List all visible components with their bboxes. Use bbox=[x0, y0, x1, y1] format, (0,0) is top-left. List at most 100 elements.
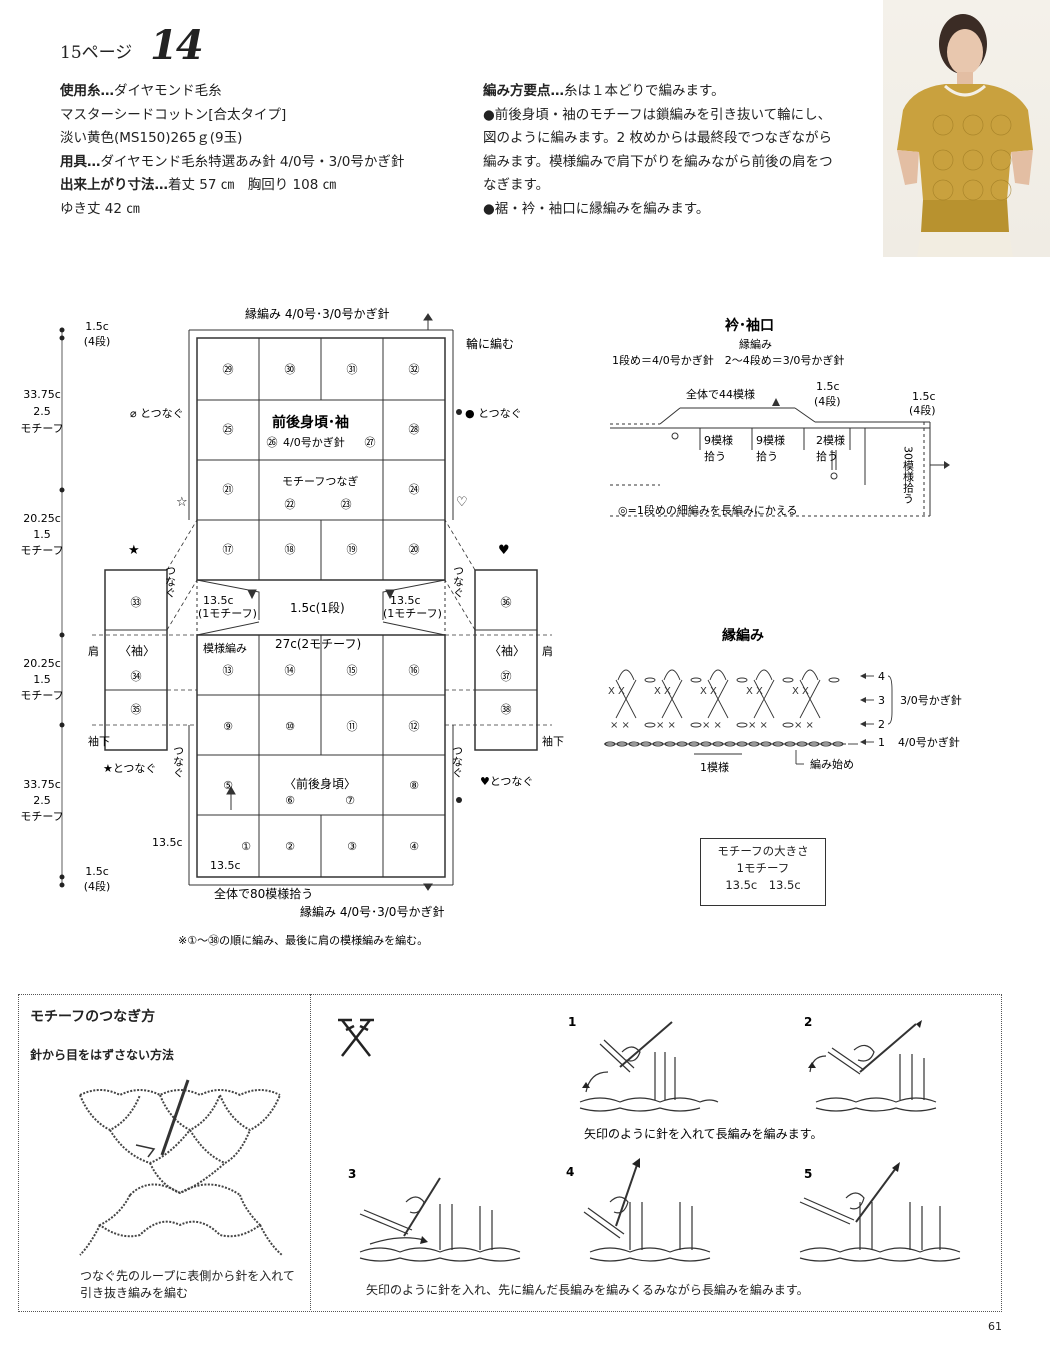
svg-text:X X: X X bbox=[700, 686, 717, 697]
motif-num: ⑳ bbox=[409, 543, 420, 556]
motif-num: ㉙ bbox=[223, 363, 234, 376]
motif-num: ⑤ bbox=[223, 779, 233, 792]
collar-p1s: 拾う bbox=[704, 449, 726, 463]
side-tsunagu: つなぐ つなぐ つなぐ つなぐ bbox=[164, 565, 465, 778]
hook-label: 4/0号かぎ針 bbox=[283, 435, 345, 449]
collar-title: 衿･袖口 bbox=[725, 317, 774, 334]
edging-hook-upper: 3/0号かぎ針 bbox=[900, 693, 962, 707]
body-diagram: 縁編み 4/0号･3/0号かぎ針 輪に編む ⌀ とつなぐ ● とつなぐ 前後身頃… bbox=[20, 306, 564, 947]
edging-diagram: 縁編み bbox=[604, 627, 962, 774]
motif-num: ㉔ bbox=[409, 483, 420, 496]
dim-5-unit: モチーフ bbox=[20, 810, 63, 823]
dim-3-sub: 1.5 bbox=[33, 528, 51, 541]
page-number: 61 bbox=[988, 1320, 1002, 1333]
collar-dim1: 1.5c bbox=[816, 380, 840, 393]
join-open-label: ⌀ とつなぐ bbox=[130, 407, 184, 420]
motif-size-title: モチーフの大きさ bbox=[717, 844, 809, 858]
edging-repeat: 1模様 bbox=[700, 760, 729, 774]
motif-num: ③ bbox=[347, 840, 357, 853]
edging-row3: 3 bbox=[878, 694, 885, 707]
heart-mark: ♥ bbox=[498, 543, 510, 558]
motif-num: ⑫ bbox=[409, 720, 420, 733]
motif-num: ㊳ bbox=[501, 703, 512, 716]
join-solid-label: ● とつなぐ bbox=[465, 407, 522, 420]
tsunagu-left: つなぐ bbox=[164, 565, 177, 598]
motif-num: ㉝ bbox=[131, 596, 142, 609]
motif-numbers: ㉙ ㉚ ㉛ ㉜ ㉕ ㉘ ㉖ ㉗ ㉑ ㉔ ㉒ ㉓ ⑰ ⑱ ⑲ ⑳ ⑬ ⑭ ⑮ ⑯ … bbox=[131, 363, 512, 853]
motif-size-dims: 13.5c 13.5c bbox=[725, 878, 801, 892]
edging-hook-lower: 4/0号かぎ針 bbox=[898, 735, 960, 749]
svg-text:× ×: × × bbox=[610, 720, 630, 731]
dim-2: 33.75c bbox=[23, 388, 61, 401]
step12-caption: 矢印のように針を入れて長編みを編みます。 bbox=[584, 1126, 822, 1141]
collar-p3: 2模様 bbox=[816, 433, 845, 447]
motif-num: ㉛ bbox=[347, 363, 358, 376]
svg-text:X X: X X bbox=[654, 686, 671, 697]
joining-caption2: 引き抜き編みを編む bbox=[80, 1286, 189, 1300]
joining-frame bbox=[18, 994, 1002, 1312]
joining-method: 針から目をはずさない方法 bbox=[30, 1048, 175, 1062]
star-open-mark: ☆ bbox=[176, 495, 188, 510]
motif-size-sub: 1モチーフ bbox=[736, 861, 790, 875]
collar-hooks: 1段め＝4/0号かぎ針 2～4段め＝3/0号かぎ針 bbox=[612, 353, 844, 367]
collar-dim2: 1.5c bbox=[912, 390, 936, 403]
left-dimensions: 1.5c (4段) 33.75c 2.5 モチーフ 20.25c 1.5 モチー… bbox=[20, 320, 110, 893]
svg-text:X X: X X bbox=[792, 686, 809, 697]
tools-label: 用具… bbox=[60, 153, 101, 170]
motif-num: ㊲ bbox=[501, 670, 512, 683]
motif-num: ⑪ bbox=[347, 720, 358, 733]
yarn-color: 淡い黄色(MS150)265ｇ(9玉) bbox=[60, 130, 243, 146]
motif-num: ⑨ bbox=[223, 720, 233, 733]
collar-dim1s: (4段) bbox=[814, 394, 841, 408]
collar-p2: 9模様 bbox=[756, 433, 785, 447]
method-line5: なぎます。 bbox=[483, 177, 550, 193]
join-star-label: ★とつなぐ bbox=[103, 762, 156, 775]
center-gap-label: 1.5c(1段) bbox=[290, 600, 345, 615]
collar-sub: 縁編み bbox=[739, 337, 772, 351]
order-note: ※①～㊳の順に編み、最後に肩の模様編みを編む。 bbox=[178, 933, 428, 947]
motif-num: ⑯ bbox=[409, 664, 420, 677]
dim-bottom: 1.5c bbox=[85, 865, 109, 878]
collar-dim2s: (4段) bbox=[909, 403, 936, 417]
model-photo bbox=[883, 0, 1050, 257]
yarn-brand: ダイヤモンド毛糸 bbox=[114, 83, 222, 99]
edging-row2: 2 bbox=[878, 718, 885, 731]
width-label: 27c(2モチーフ) bbox=[275, 637, 361, 651]
svg-text:X X: X X bbox=[746, 686, 763, 697]
motif-num: ㉓ bbox=[341, 498, 352, 511]
sleeve-label-right: 〈袖〉 bbox=[489, 643, 525, 658]
motif-num: ⑭ bbox=[285, 664, 296, 677]
motif-num: ⑬ bbox=[223, 664, 234, 677]
sleeve-label-left: 〈袖〉 bbox=[119, 643, 155, 658]
svg-text:× ×: × × bbox=[702, 720, 722, 731]
sleeve-length: ゆき丈 42 ㎝ bbox=[60, 200, 140, 217]
joining-caption: つなぐ先のループに表側から針を入れて 引き抜き編みを編む bbox=[80, 1268, 295, 1302]
collar-total: 全体で44模様 bbox=[686, 387, 755, 401]
edging-row1: 1 bbox=[878, 736, 885, 749]
step-3-label: 3 bbox=[348, 1167, 356, 1181]
method-line6: ●裾・衿・袖口に縁編みを編みます。 bbox=[483, 200, 710, 217]
tsunagu-right: つなぐ bbox=[452, 565, 465, 598]
motif-num: ㉖ bbox=[267, 436, 278, 449]
motif-num: ④ bbox=[409, 840, 419, 853]
svg-text:× ×: × × bbox=[748, 720, 768, 731]
shoulder-left-dim: 13.5c bbox=[203, 594, 234, 607]
motif-num: ㉞ bbox=[131, 670, 142, 683]
dim-4-sub: 1.5 bbox=[33, 673, 51, 686]
collar-p3s: 拾う bbox=[816, 449, 838, 463]
motif-num: ② bbox=[285, 840, 295, 853]
step-illustrations: 1 2 4 5 矢印のように針を入れて長編みを編みます。 bbox=[566, 1015, 961, 1262]
dim-4: 20.25c bbox=[23, 657, 61, 670]
crossed-dc-symbol bbox=[338, 1018, 374, 1057]
motif-num: ⑥ bbox=[285, 794, 295, 807]
motif-num: ㉕ bbox=[223, 423, 234, 436]
joining-caption1: つなぐ先のループに表側から針を入れて bbox=[80, 1269, 295, 1283]
join-heart-label: ♥とつなぐ bbox=[480, 775, 533, 788]
motif-num: ⑮ bbox=[347, 664, 358, 677]
shoulder-right-sub: (1モチーフ) bbox=[383, 607, 442, 620]
dim-4-unit: モチーフ bbox=[20, 689, 63, 702]
edging-row4: 4 bbox=[878, 670, 885, 683]
shoulder-right-dim: 13.5c bbox=[390, 594, 421, 607]
underarm-label-left: 袖下 bbox=[88, 734, 110, 748]
motif-num: ㉑ bbox=[223, 483, 234, 496]
